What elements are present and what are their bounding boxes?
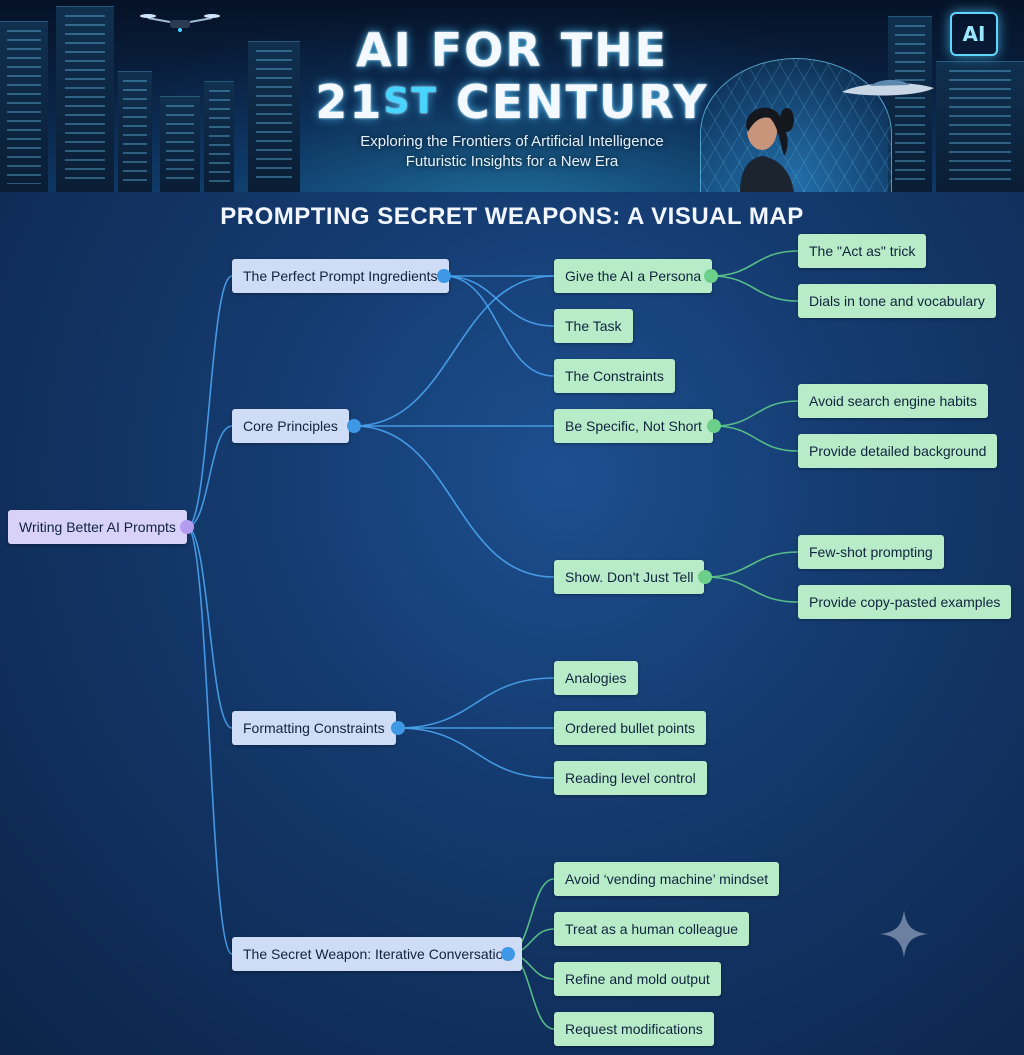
flying-car-illustration [842, 79, 934, 96]
header-banner: AI AI FOR THE 21ST CENTURY Exploring the… [0, 0, 1024, 192]
drone-illustration [140, 14, 220, 32]
connector-line [704, 551, 799, 578]
title-line-1: AI FOR THE [356, 23, 668, 77]
connector-line [186, 526, 233, 729]
person-illustration [740, 107, 794, 192]
title-number: 21 [315, 75, 384, 129]
topic-give-ai-persona[interactable]: Give the AI a Persona [554, 259, 713, 293]
connector-line [713, 425, 799, 452]
topic-show-dont-tell[interactable]: Show. Don't Just Tell [554, 560, 705, 594]
branch-connector-dot [391, 721, 405, 735]
topic-be-specific[interactable]: Be Specific, Not Short [554, 409, 713, 443]
building-illustration [56, 6, 114, 192]
topic-ordered-bullet-points[interactable]: Ordered bullet points [554, 711, 706, 745]
map-title: PROMPTING SECRET WEAPONS: A VISUAL MAP [220, 203, 804, 230]
connector-line [397, 677, 555, 729]
banner-title: AI FOR THE 21ST CENTURY Exploring the Fr… [0, 24, 1024, 172]
topic-reading-level-control[interactable]: Reading level control [554, 761, 707, 795]
banner-subtitle-2: Futuristic Insights for a New Era [405, 153, 619, 170]
detail-copy-pasted-examples[interactable]: Provide copy-pasted examples [798, 585, 1012, 619]
connector-line [186, 425, 233, 528]
connector-line [186, 275, 233, 528]
branch-connector-dot [347, 419, 361, 433]
topic-analogies[interactable]: Analogies [554, 661, 638, 695]
connector-line [710, 250, 799, 277]
root-node[interactable]: Writing Better AI Prompts [8, 510, 187, 544]
branch-core-principles[interactable]: Core Principles [232, 409, 349, 443]
connector-line [710, 275, 799, 302]
detail-tone-vocabulary[interactable]: Dials in tone and vocabulary [798, 284, 996, 318]
connector-line [186, 526, 233, 955]
root-connector-dot [180, 520, 194, 534]
building-illustration [936, 61, 1024, 192]
topic-connector-dot [698, 570, 712, 584]
dome-illustration [700, 58, 892, 192]
sparkle-icon [880, 910, 928, 958]
branch-secret-weapon[interactable]: The Secret Weapon: Iterative Conversatio… [232, 937, 523, 971]
building-illustration [160, 96, 200, 192]
topic-the-task[interactable]: The Task [554, 309, 633, 343]
detail-few-shot-prompting[interactable]: Few-shot prompting [798, 535, 944, 569]
topic-refine-output[interactable]: Refine and mold output [554, 962, 721, 996]
branch-perfect-prompt-ingredients[interactable]: The Perfect Prompt Ingredients [232, 259, 449, 293]
topic-request-modifications[interactable]: Request modifications [554, 1012, 714, 1046]
ai-chip-icon: AI [950, 12, 998, 56]
connector-line [713, 400, 799, 427]
connector-line [353, 425, 555, 578]
detail-avoid-search-habits[interactable]: Avoid search engine habits [798, 384, 988, 418]
topic-the-constraints[interactable]: The Constraints [554, 359, 675, 393]
topic-avoid-vending-machine[interactable]: Avoid ‘vending machine’ mindset [554, 862, 780, 896]
branch-formatting-constraints[interactable]: Formatting Constraints [232, 711, 396, 745]
topic-connector-dot [704, 269, 718, 283]
title-ordinal: ST [383, 81, 438, 122]
branch-connector-dot [501, 947, 515, 961]
connector-line [353, 275, 555, 427]
connector-line [704, 576, 799, 603]
topic-connector-dot [707, 419, 721, 433]
connector-line [443, 275, 555, 327]
connector-line [443, 275, 555, 377]
branch-connector-dot [437, 269, 451, 283]
detail-detailed-background[interactable]: Provide detailed background [798, 434, 998, 468]
banner-subtitle-1: Exploring the Frontiers of Artificial In… [360, 133, 664, 150]
detail-act-as-trick[interactable]: The "Act as" trick [798, 234, 927, 268]
topic-treat-as-colleague[interactable]: Treat as a human colleague [554, 912, 750, 946]
title-line-2: 21ST CENTURY [0, 76, 1024, 128]
title-word: CENTURY [437, 75, 709, 129]
connector-line [397, 727, 555, 779]
building-illustration [248, 41, 300, 192]
building-illustration [118, 71, 152, 192]
building-illustration [0, 21, 48, 192]
building-illustration [888, 16, 932, 192]
building-illustration [204, 81, 234, 192]
